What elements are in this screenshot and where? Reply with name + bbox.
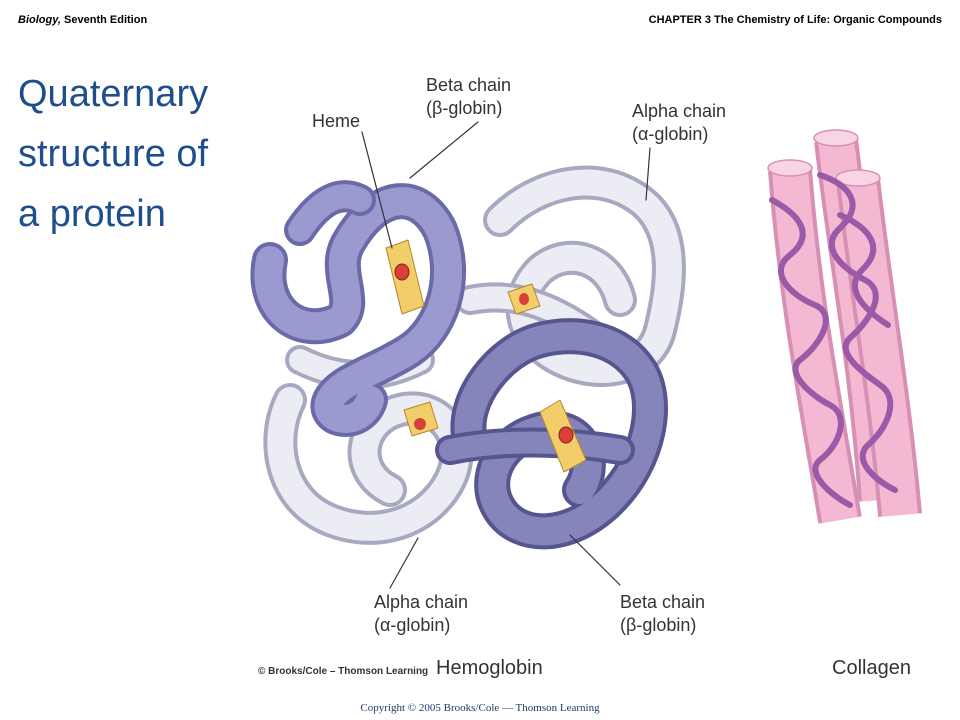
slide-title-line-2: structure of xyxy=(18,133,209,175)
header-chapter: CHAPTER 3 The Chemistry of Life: Organic… xyxy=(648,14,942,26)
slide-title: Quaternary structure of a protein xyxy=(18,64,248,244)
label-alpha-top-line-2: (α-globin) xyxy=(632,124,708,144)
collagen-illustration xyxy=(767,129,922,524)
heme-plate-front-2 xyxy=(539,399,587,473)
label-alpha-bottom-line-1: Alpha chain xyxy=(374,592,468,612)
label-beta-top-line-2: (β-globin) xyxy=(426,98,502,118)
label-beta-bottom-line-2: (β-globin) xyxy=(620,615,696,635)
label-leader-lines xyxy=(361,121,651,589)
label-heme: Heme xyxy=(312,111,360,131)
beta-chain-top-left xyxy=(250,180,466,437)
hemoglobin-illustration xyxy=(250,121,686,589)
slide-title-line-3: a protein xyxy=(18,193,166,235)
label-alpha-bottom-line-2: (α-globin) xyxy=(374,615,450,635)
label-beta-bottom-line-1: Beta chain xyxy=(620,592,705,612)
heme-plate-back-2 xyxy=(403,401,439,437)
label-alpha-top-line-1: Alpha chain xyxy=(632,101,726,121)
caption-collagen: Collagen xyxy=(832,657,911,679)
beta-chain-bottom-right xyxy=(435,318,668,550)
figure-credit: © Brooks/Cole – Thomson Learning xyxy=(258,666,428,677)
header-book-title: Biology, Seventh Edition xyxy=(18,14,147,26)
book-title: Biology, xyxy=(18,14,61,26)
slide-title-line-1: Quaternary xyxy=(18,73,209,115)
caption-hemoglobin: Hemoglobin xyxy=(436,657,543,679)
copyright-notice: Copyright © 2005 Brooks/Cole — Thomson L… xyxy=(360,702,600,714)
collagen-helix-ribbons xyxy=(769,172,898,508)
heme-plate-back-1 xyxy=(507,283,541,315)
book-edition: Seventh Edition xyxy=(60,14,148,26)
label-beta-top-line-1: Beta chain xyxy=(426,75,511,95)
heme-plate-front-1 xyxy=(385,239,425,315)
